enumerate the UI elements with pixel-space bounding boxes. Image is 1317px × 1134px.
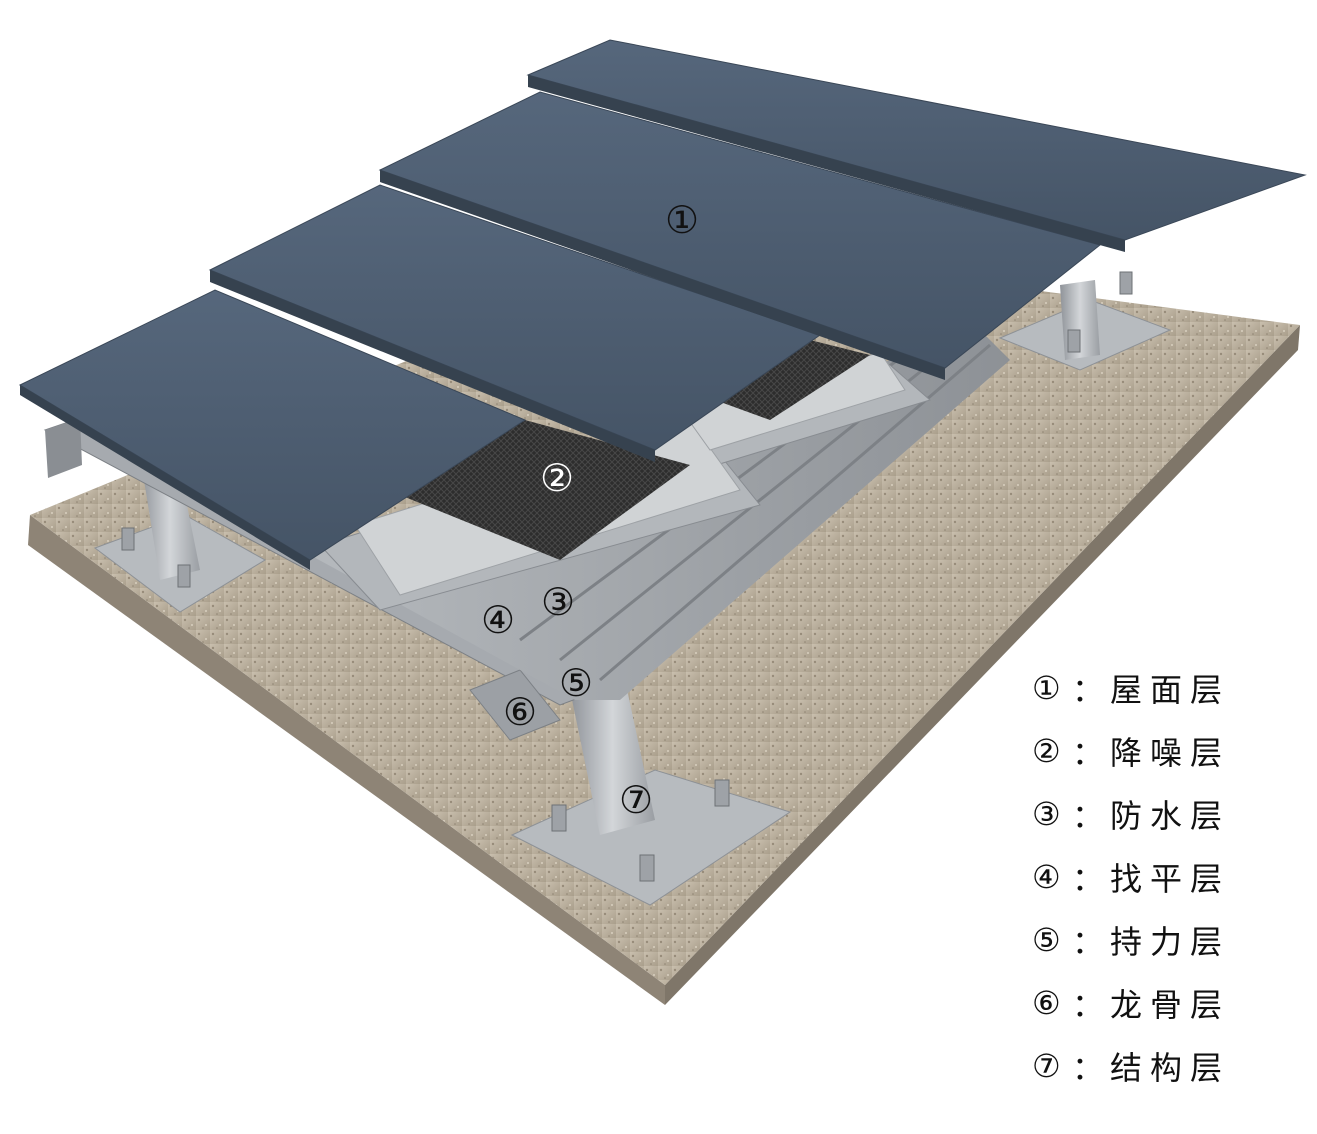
- legend: ① ： 屋面层 ② ： 降噪层 ③ ： 防水层 ④ ： 找平层 ⑤ ： 持力层 …: [1032, 656, 1292, 1097]
- legend-row: ① ： 屋面层: [1032, 656, 1292, 719]
- callout-4: ④: [480, 598, 516, 642]
- column: [570, 680, 655, 835]
- legend-label: 降噪层: [1110, 733, 1231, 772]
- callout-2: ②: [539, 456, 575, 500]
- keel-tube-end: [45, 418, 82, 478]
- callout-5: ⑤: [558, 661, 594, 705]
- slab-front-face: [28, 515, 665, 1005]
- callout-3: ③: [540, 580, 576, 624]
- bolt: [1067, 329, 1081, 353]
- legend-separator: ：: [1072, 922, 1105, 961]
- bolt: [551, 804, 567, 832]
- bolt: [639, 854, 655, 882]
- roof-panel-1-edge: [20, 385, 310, 570]
- legend-label: 龙骨层: [1110, 985, 1231, 1024]
- legend-label: 防水层: [1110, 796, 1231, 835]
- legend-separator: ：: [1072, 859, 1105, 898]
- legend-row: ④ ： 找平层: [1032, 845, 1292, 908]
- legend-number: ③: [1032, 794, 1061, 833]
- legend-separator: ：: [1072, 796, 1105, 835]
- legend-row: ⑥ ： 龙骨层: [1032, 971, 1292, 1034]
- roof-panel-2-edge: [210, 270, 655, 462]
- callout-6: ⑥: [502, 690, 538, 734]
- legend-row: ② ： 降噪层: [1032, 719, 1292, 782]
- legend-number: ⑦: [1032, 1046, 1061, 1085]
- legend-number: ①: [1032, 668, 1061, 707]
- callout-1: ①: [664, 198, 700, 242]
- legend-label: 结构层: [1110, 1048, 1231, 1087]
- legend-label: 找平层: [1110, 859, 1231, 898]
- legend-separator: ：: [1072, 1048, 1105, 1087]
- legend-row: ③ ： 防水层: [1032, 782, 1292, 845]
- bolt: [177, 564, 191, 588]
- noise-layer: [400, 420, 690, 560]
- bolt: [714, 779, 730, 807]
- legend-row: ⑤ ： 持力层: [1032, 908, 1292, 971]
- legend-label: 屋面层: [1110, 670, 1231, 709]
- legend-separator: ：: [1072, 733, 1105, 772]
- bolt: [1119, 271, 1133, 295]
- legend-separator: ：: [1072, 985, 1105, 1024]
- roof-panel-4-edge: [528, 75, 1125, 252]
- callout-7: ⑦: [618, 778, 654, 822]
- legend-number: ④: [1032, 857, 1061, 896]
- legend-number: ⑥: [1032, 983, 1061, 1022]
- anchor-bolts: [121, 271, 1133, 882]
- keel-tube: [469, 669, 561, 741]
- legend-number: ⑤: [1032, 920, 1061, 959]
- legend-row: ⑦ ： 结构层: [1032, 1034, 1292, 1097]
- legend-label: 持力层: [1110, 922, 1231, 961]
- noise-layer-rear: [715, 340, 870, 420]
- slab-right-face: [665, 325, 1300, 1005]
- roof-panel-3-edge: [380, 170, 945, 380]
- legend-number: ②: [1032, 731, 1061, 770]
- legend-separator: ：: [1072, 670, 1105, 709]
- bolt: [121, 527, 135, 551]
- roof-panels: [18, 39, 1307, 570]
